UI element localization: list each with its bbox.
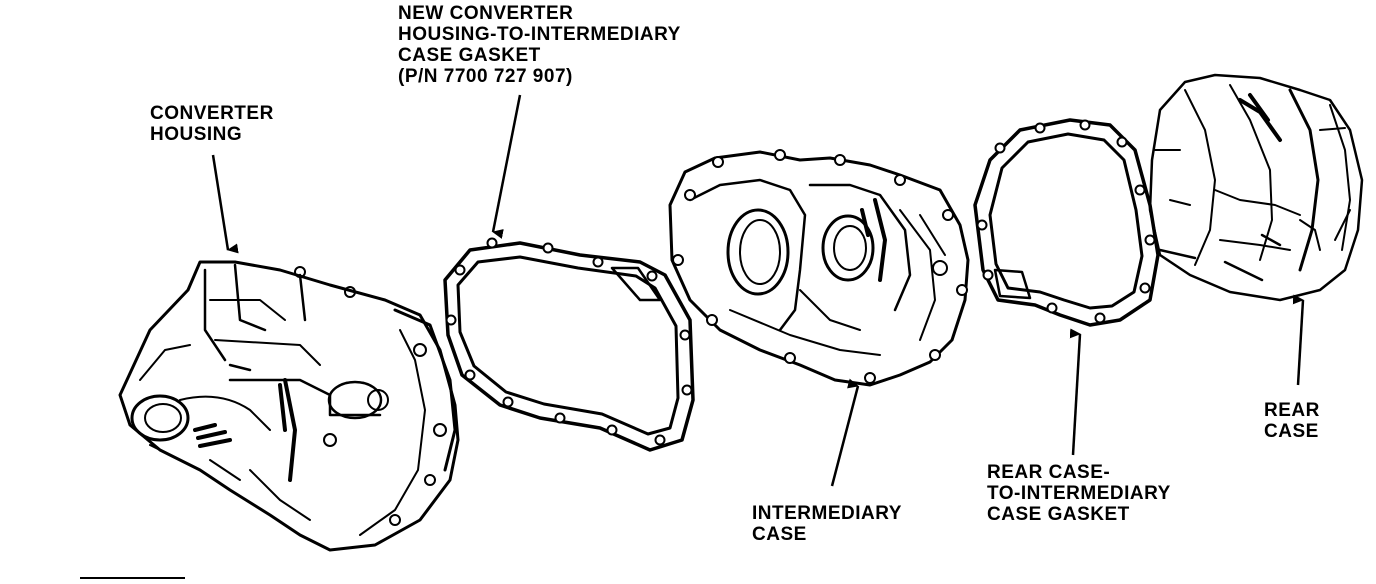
arrow-rear-gasket [1069, 328, 1082, 456]
label-line: REAR CASE- [987, 462, 1111, 483]
intermediary-case-part [668, 149, 970, 387]
label-new-converter-gasket: NEW CONVERTER HOUSING-TO-INTERMEDIARY CA… [398, 3, 681, 87]
label-line: (P/N 7700 727 907) [398, 66, 573, 87]
label-line: CASE [1264, 421, 1319, 442]
label-line: TO-INTERMEDIARY [987, 483, 1171, 504]
label-line: HOUSING [150, 124, 243, 145]
label-line: CASE GASKET [398, 45, 541, 66]
arrow-rear-case [1292, 294, 1305, 386]
label-rear-case-gasket: REAR CASE- TO-INTERMEDIARY CASE GASKET [987, 462, 1171, 525]
label-line: CASE [752, 524, 807, 545]
arrow-converter-housing [211, 154, 239, 254]
label-line: REAR [1264, 400, 1320, 421]
label-rear-case: REAR CASE [1264, 400, 1320, 442]
label-line: CASE GASKET [987, 504, 1130, 525]
label-line: NEW CONVERTER [398, 3, 574, 24]
label-intermediary-case: INTERMEDIARY CASE [752, 503, 902, 545]
label-converter-housing: CONVERTER HOUSING [150, 103, 274, 145]
converter-housing-part [118, 260, 460, 552]
arrow-new-gasket [491, 94, 522, 239]
converter-housing-gasket-part [443, 237, 695, 452]
label-line: HOUSING-TO-INTERMEDIARY [398, 24, 681, 45]
rear-case-gasket-part [973, 118, 1160, 327]
arrow-intermediary-case [830, 378, 860, 487]
rear-case-part [1148, 73, 1364, 302]
leader-arrows [211, 94, 1305, 487]
label-line: INTERMEDIARY [752, 503, 902, 524]
label-line: CONVERTER [150, 103, 274, 124]
